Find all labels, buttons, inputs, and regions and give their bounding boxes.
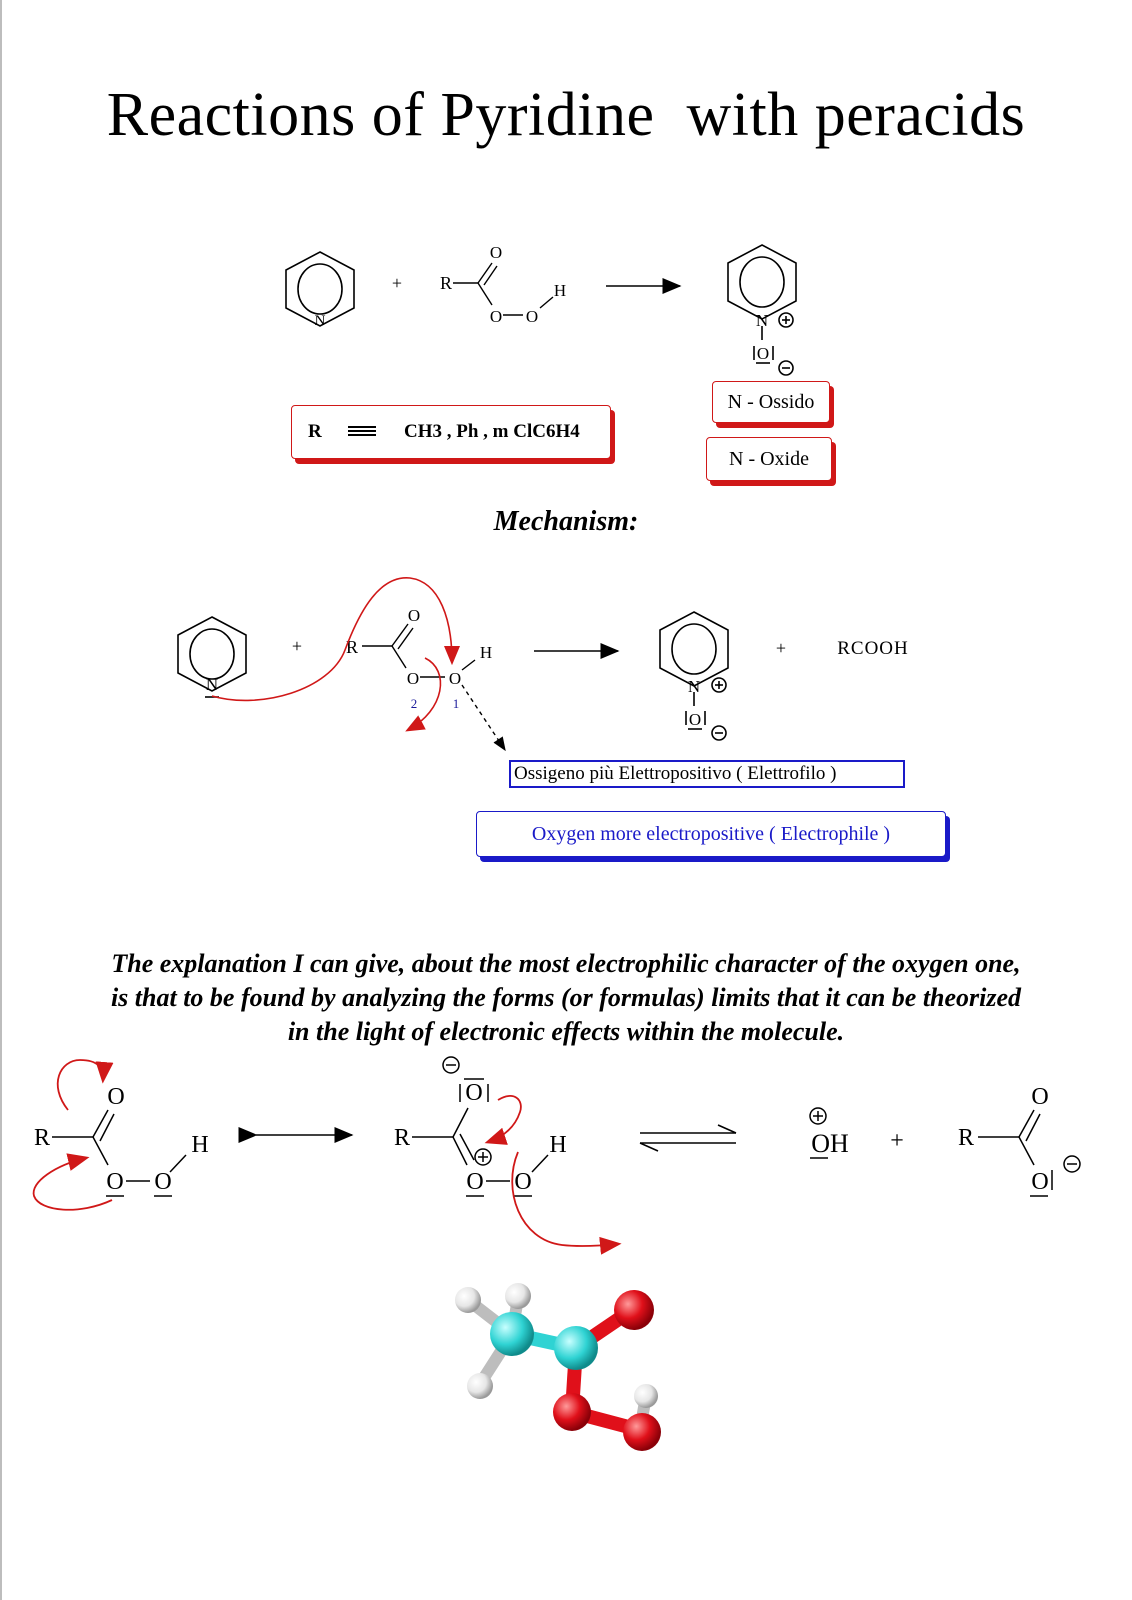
plus-sign: +: [392, 273, 402, 293]
page-edge: [0, 0, 2, 1600]
atom-label: N: [206, 675, 218, 694]
peracid-resonance-a: [52, 1109, 187, 1197]
atom-label: H: [549, 1132, 566, 1158]
identity-sign: [348, 426, 376, 436]
peracid-resonance-b: [412, 1056, 549, 1197]
ball-and-stick-model: [455, 1283, 661, 1451]
r-symbol: R: [308, 421, 322, 442]
pyridine-n-oxide-mech: [659, 611, 729, 741]
explanation-text: The explanation I can give, about the mo…: [30, 947, 1102, 1049]
plus-sign: +: [776, 638, 786, 658]
curved-arrow-cleavage: [511, 1151, 622, 1255]
pyridine-n-label: N: [315, 313, 326, 329]
peracid-reactant: [453, 262, 554, 316]
electrophile-label-en: Oxygen more electropositive ( Electrophi…: [476, 811, 946, 857]
atom-label: O: [490, 243, 502, 262]
pyridine-n-oxide-product: [727, 244, 797, 376]
atom-label: O: [1031, 1084, 1048, 1110]
explanation-line: is that to be found by analyzing the for…: [110, 983, 1022, 1012]
atom-label: R: [958, 1125, 974, 1151]
atom-label: O: [466, 1169, 483, 1195]
atom-label: R: [394, 1125, 410, 1151]
plus-sign: +: [890, 1128, 904, 1154]
atom-label: O: [449, 669, 461, 688]
curved-arrow-resonance: [56, 1059, 114, 1111]
page-title: Reactions of Pyridine with peracids: [106, 81, 1026, 149]
n-ossido-label: N - Ossido: [712, 381, 830, 423]
curved-arrow-resonance: [32, 1153, 113, 1211]
atom-label: R: [440, 273, 452, 293]
byproduct-label: RCOOH: [837, 638, 909, 659]
atom-label: H: [554, 281, 566, 300]
pyridine-reactant: [285, 251, 355, 327]
atom-label: N: [688, 677, 700, 696]
atom-label: O: [1031, 1169, 1048, 1195]
hydroxonium-label: OH: [811, 1129, 849, 1158]
atom-label: R: [346, 637, 358, 657]
atom-label: O: [107, 1084, 124, 1110]
atom-label: O: [154, 1169, 171, 1195]
atom-label: O: [106, 1169, 123, 1195]
atom-label: R: [34, 1125, 50, 1151]
atom-label: O: [514, 1169, 531, 1195]
atom-label: H: [191, 1132, 208, 1158]
plus-sign: +: [292, 636, 302, 656]
atom-label: O: [465, 1080, 482, 1106]
hydroxonium-charge: [809, 1107, 828, 1159]
n-oxide-label: N - Oxide: [706, 437, 832, 481]
atom-label: O: [526, 307, 538, 326]
atom-label: O: [408, 606, 420, 625]
atom-label: H: [480, 643, 492, 662]
atom-label: O: [689, 710, 701, 729]
atom-label: N: [756, 311, 768, 330]
curved-arrow-resonance: [484, 1095, 522, 1145]
pyridine-mech: [177, 616, 247, 698]
r-definition-box: R CH3 , Ph , m ClC6H4: [291, 405, 611, 459]
curved-arrow-nucleophilic: [211, 577, 460, 702]
atom-label: O: [490, 307, 502, 326]
equilibrium-arrow: [639, 1124, 737, 1152]
peracid-mech: [362, 623, 506, 752]
atom-label: 2: [411, 696, 418, 711]
explanation-line: The explanation I can give, about the mo…: [111, 949, 1021, 978]
explanation-line: in the light of electronic effects withi…: [287, 1017, 845, 1046]
atom-label: O: [757, 344, 769, 363]
electrophile-label-it: Ossigeno più Elettropositivo ( Elettrofi…: [509, 760, 905, 788]
curved-arrow-cleavage: [405, 657, 442, 732]
atom-label: O: [407, 669, 419, 688]
r-values: CH3 , Ph , m ClC6H4: [404, 421, 580, 442]
atom-label: 1: [453, 696, 460, 711]
carboxylate-product: [978, 1109, 1081, 1197]
mechanism-heading: Mechanism:: [493, 506, 639, 537]
